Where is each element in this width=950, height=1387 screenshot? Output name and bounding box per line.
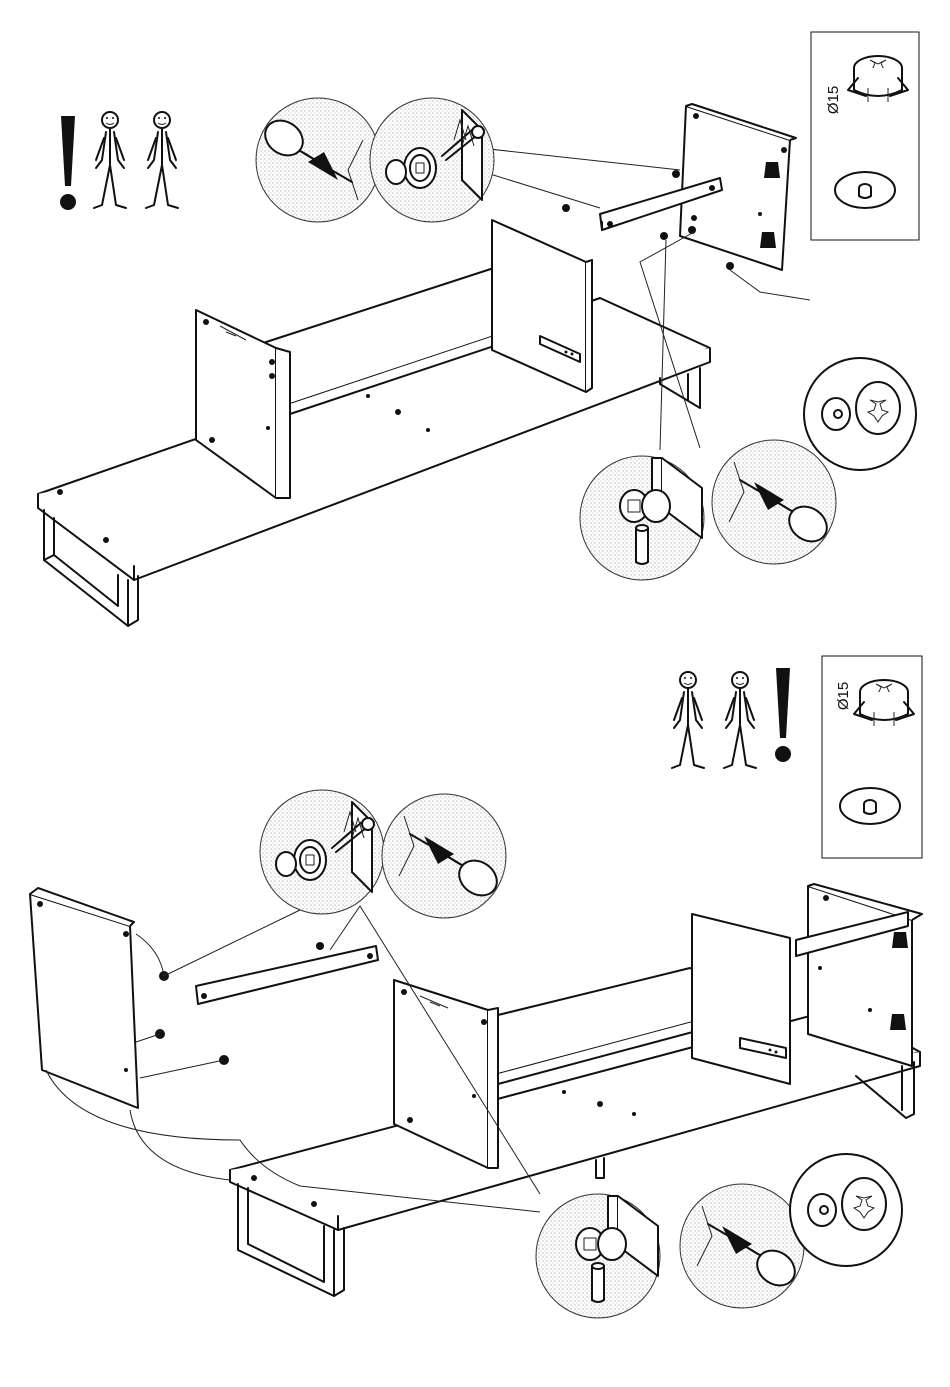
exclamation-icon (60, 116, 76, 210)
hardware-box: Ø15 (822, 656, 922, 858)
detail-screwdriver-4 (680, 1184, 804, 1308)
detail-screwdriver-3 (382, 794, 506, 918)
back-panel (692, 914, 790, 1084)
step-2: Ø15 (30, 656, 922, 1318)
detail-cam-insert-1 (370, 98, 494, 222)
left-end-panel (30, 888, 138, 1108)
step-1: Ø15 (38, 32, 919, 626)
hardware-box: Ø15 (811, 32, 919, 240)
detail-cam-dowel-2 (536, 1194, 660, 1318)
detail-cap-1 (804, 358, 916, 470)
top-rail (196, 946, 378, 1004)
detail-cam-insert-2 (260, 790, 384, 914)
hardware-size-label: Ø15 (825, 86, 842, 114)
hardware-size-label: Ø15 (835, 682, 852, 710)
exclamation-icon (775, 668, 791, 762)
detail-cap-2 (790, 1154, 902, 1266)
cover-cap-icon (835, 172, 895, 208)
people-required-icon (672, 672, 756, 768)
people-required-icon (94, 112, 178, 208)
detail-cam-dowel-1 (580, 456, 704, 580)
cover-cap-icon (840, 788, 900, 824)
detail-screwdriver-2 (712, 440, 836, 564)
detail-screwdriver-1 (256, 98, 380, 222)
